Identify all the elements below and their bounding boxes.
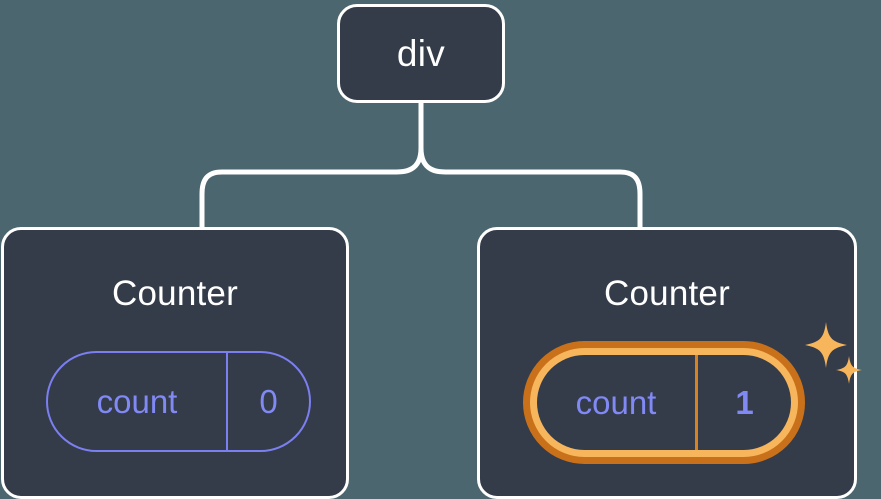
- state-pill-right-inner: count 1: [537, 355, 791, 450]
- connector-to-right-counter: [418, 147, 643, 228]
- connector-to-left-counter: [199, 147, 424, 228]
- counter-left-title: Counter: [112, 274, 238, 313]
- state-pill-left-key: count: [96, 382, 178, 420]
- sparkle-large-icon: [805, 322, 847, 368]
- state-pill-left-value: 0: [226, 353, 309, 450]
- state-pill-right-value: 1: [695, 355, 791, 450]
- node-counter-left[interactable]: Counter count 0: [1, 227, 349, 499]
- sparkle-small-icon: [836, 356, 862, 384]
- state-pill-count-left[interactable]: count 0: [46, 351, 311, 452]
- node-div[interactable]: div: [337, 4, 505, 103]
- state-pill-right-key: count: [575, 383, 657, 421]
- counter-right-title: Counter: [604, 274, 730, 313]
- sparkles-icon: [805, 322, 862, 384]
- node-div-label: div: [396, 33, 446, 74]
- state-pill-count-right[interactable]: count 1: [523, 341, 805, 464]
- node-counter-right[interactable]: Counter count 1: [477, 227, 862, 499]
